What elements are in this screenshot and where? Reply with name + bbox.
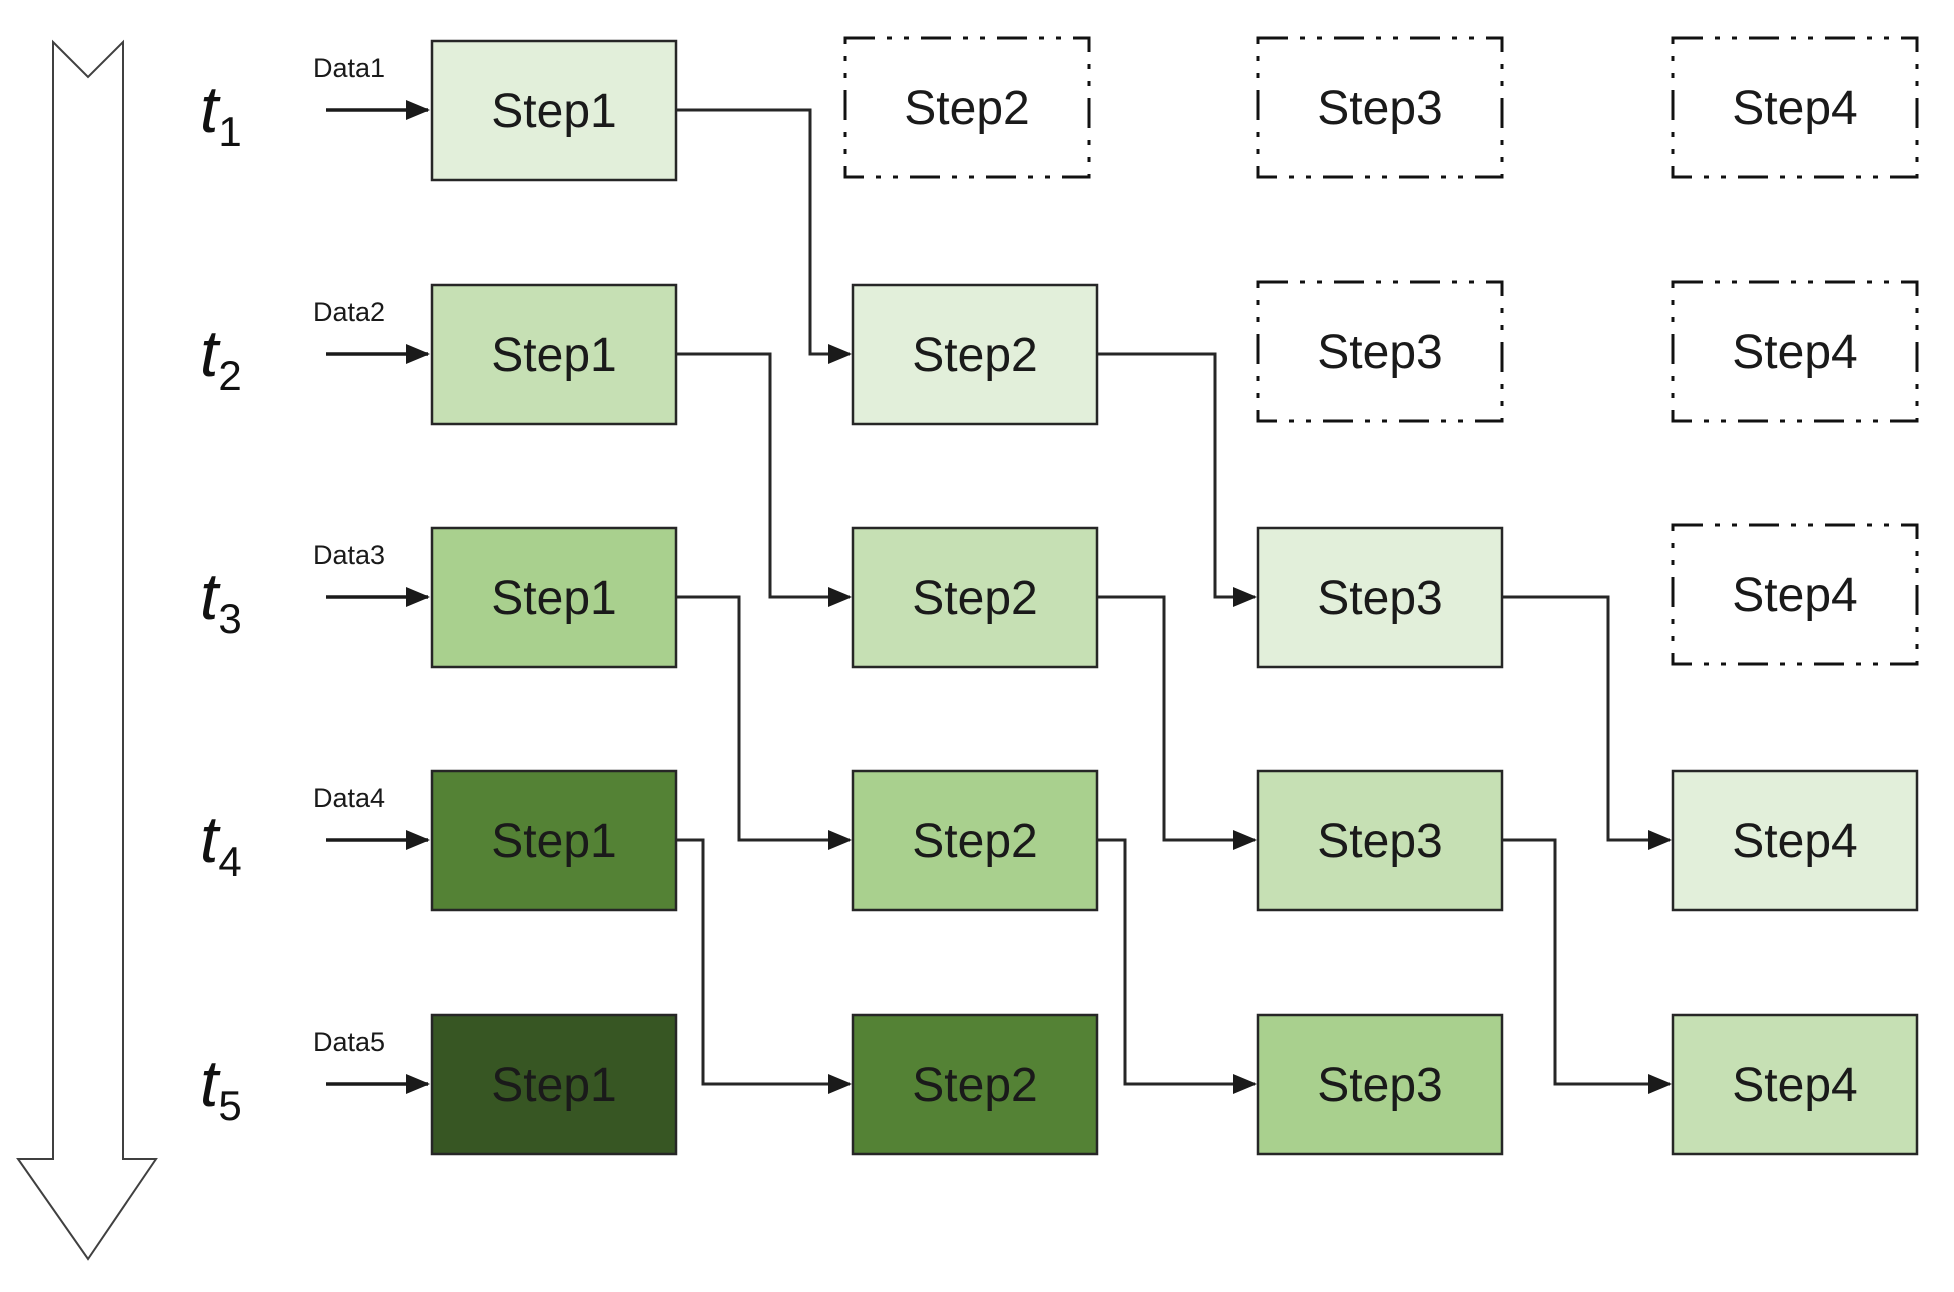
step-box-t2-s2: Step2	[851, 283, 1099, 426]
step-box-t1-s1: Step1	[430, 39, 678, 182]
step-box-rect	[1256, 1013, 1504, 1156]
time-label-t1: t1	[200, 72, 242, 155]
step-box-label: Step3	[1317, 82, 1442, 135]
step-box-t5-s1: Step1	[430, 1013, 678, 1156]
step-box-t3-s4: Step4	[1671, 523, 1919, 666]
step-box-label: Step2	[912, 572, 1037, 625]
step-box-label: Step1	[491, 329, 616, 382]
step-box-label: Step2	[912, 329, 1037, 382]
step-box-rect	[430, 526, 678, 669]
connector-t2s1-t3s2	[676, 352, 852, 607]
data-label-2: Data2	[313, 297, 385, 327]
data-label-4: Data4	[313, 783, 385, 813]
data-label-1: Data1	[313, 53, 385, 83]
step-box-rect	[843, 36, 1091, 179]
step-box-rect	[1256, 280, 1504, 423]
step-box-label: Step1	[491, 815, 616, 868]
time-label-t4: t4	[200, 802, 242, 885]
step-box-t4-s1: Step1	[430, 769, 678, 912]
time-axis-arrow-icon	[16, 39, 158, 1261]
step-box-t4-s2: Step2	[851, 769, 1099, 912]
connector-t4s2-t5s3	[1097, 838, 1257, 1094]
step-box-rect	[1671, 280, 1919, 423]
connector-t1s1-t2s2	[676, 108, 852, 364]
step-box-rect	[1256, 36, 1504, 179]
step-box-rect	[1671, 769, 1919, 912]
connector-t4s3-t5s4	[1502, 838, 1672, 1094]
step-box-rect	[851, 526, 1099, 669]
step-box-rect	[1256, 769, 1504, 912]
step-box-t1-s4: Step4	[1671, 36, 1919, 179]
connector-t2s2-t3s3	[1097, 352, 1257, 607]
step-box-label: Step3	[1317, 815, 1442, 868]
step-box-t3-s3: Step3	[1256, 526, 1504, 669]
step-box-t2-s1: Step1	[430, 283, 678, 426]
data-label-3: Data3	[313, 540, 385, 570]
step-box-rect	[1256, 526, 1504, 669]
step-box-t2-s3: Step3	[1256, 280, 1504, 423]
step-box-label: Step4	[1732, 82, 1857, 135]
step-box-t5-s2: Step2	[851, 1013, 1099, 1156]
step-box-rect	[1671, 523, 1919, 666]
step-box-rect	[430, 1013, 678, 1156]
step-box-label: Step2	[912, 815, 1037, 868]
step-box-label: Step4	[1732, 1059, 1857, 1112]
connector-t3s2-t4s3	[1097, 595, 1257, 850]
step-box-label: Step4	[1732, 815, 1857, 868]
time-label-t2: t2	[200, 316, 242, 399]
step-box-t3-s1: Step1	[430, 526, 678, 669]
step-box-rect	[851, 769, 1099, 912]
step-box-label: Step2	[904, 82, 1029, 135]
step-box-rect	[851, 283, 1099, 426]
step-box-label: Step1	[491, 85, 616, 138]
step-box-t4-s4: Step4	[1671, 769, 1919, 912]
step-box-t2-s4: Step4	[1671, 280, 1919, 423]
step-box-t5-s3: Step3	[1256, 1013, 1504, 1156]
data-label-5: Data5	[313, 1027, 385, 1057]
step-box-t3-s2: Step2	[851, 526, 1099, 669]
step-box-label: Step4	[1732, 569, 1857, 622]
step-box-label: Step1	[491, 572, 616, 625]
step-box-rect	[430, 769, 678, 912]
step-box-rect	[1671, 36, 1919, 179]
connector-t3s1-t4s2	[676, 595, 852, 850]
step-box-rect	[1671, 1013, 1919, 1156]
connector-t4s1-t5s2	[676, 838, 852, 1094]
step-box-label: Step2	[912, 1059, 1037, 1112]
step-box-t1-s3: Step3	[1256, 36, 1504, 179]
connector-t3s3-t4s4	[1502, 595, 1672, 850]
step-box-rect	[851, 1013, 1099, 1156]
step-box-label: Step3	[1317, 326, 1442, 379]
step-box-label: Step4	[1732, 326, 1857, 379]
step-box-t5-s4: Step4	[1671, 1013, 1919, 1156]
time-label-t3: t3	[200, 559, 242, 642]
step-box-t1-s2: Step2	[843, 36, 1091, 179]
step-box-t4-s3: Step3	[1256, 769, 1504, 912]
time-label-t5: t5	[200, 1046, 242, 1129]
step-box-label: Step3	[1317, 572, 1442, 625]
step-box-label: Step1	[491, 1059, 616, 1112]
step-box-label: Step3	[1317, 1059, 1442, 1112]
